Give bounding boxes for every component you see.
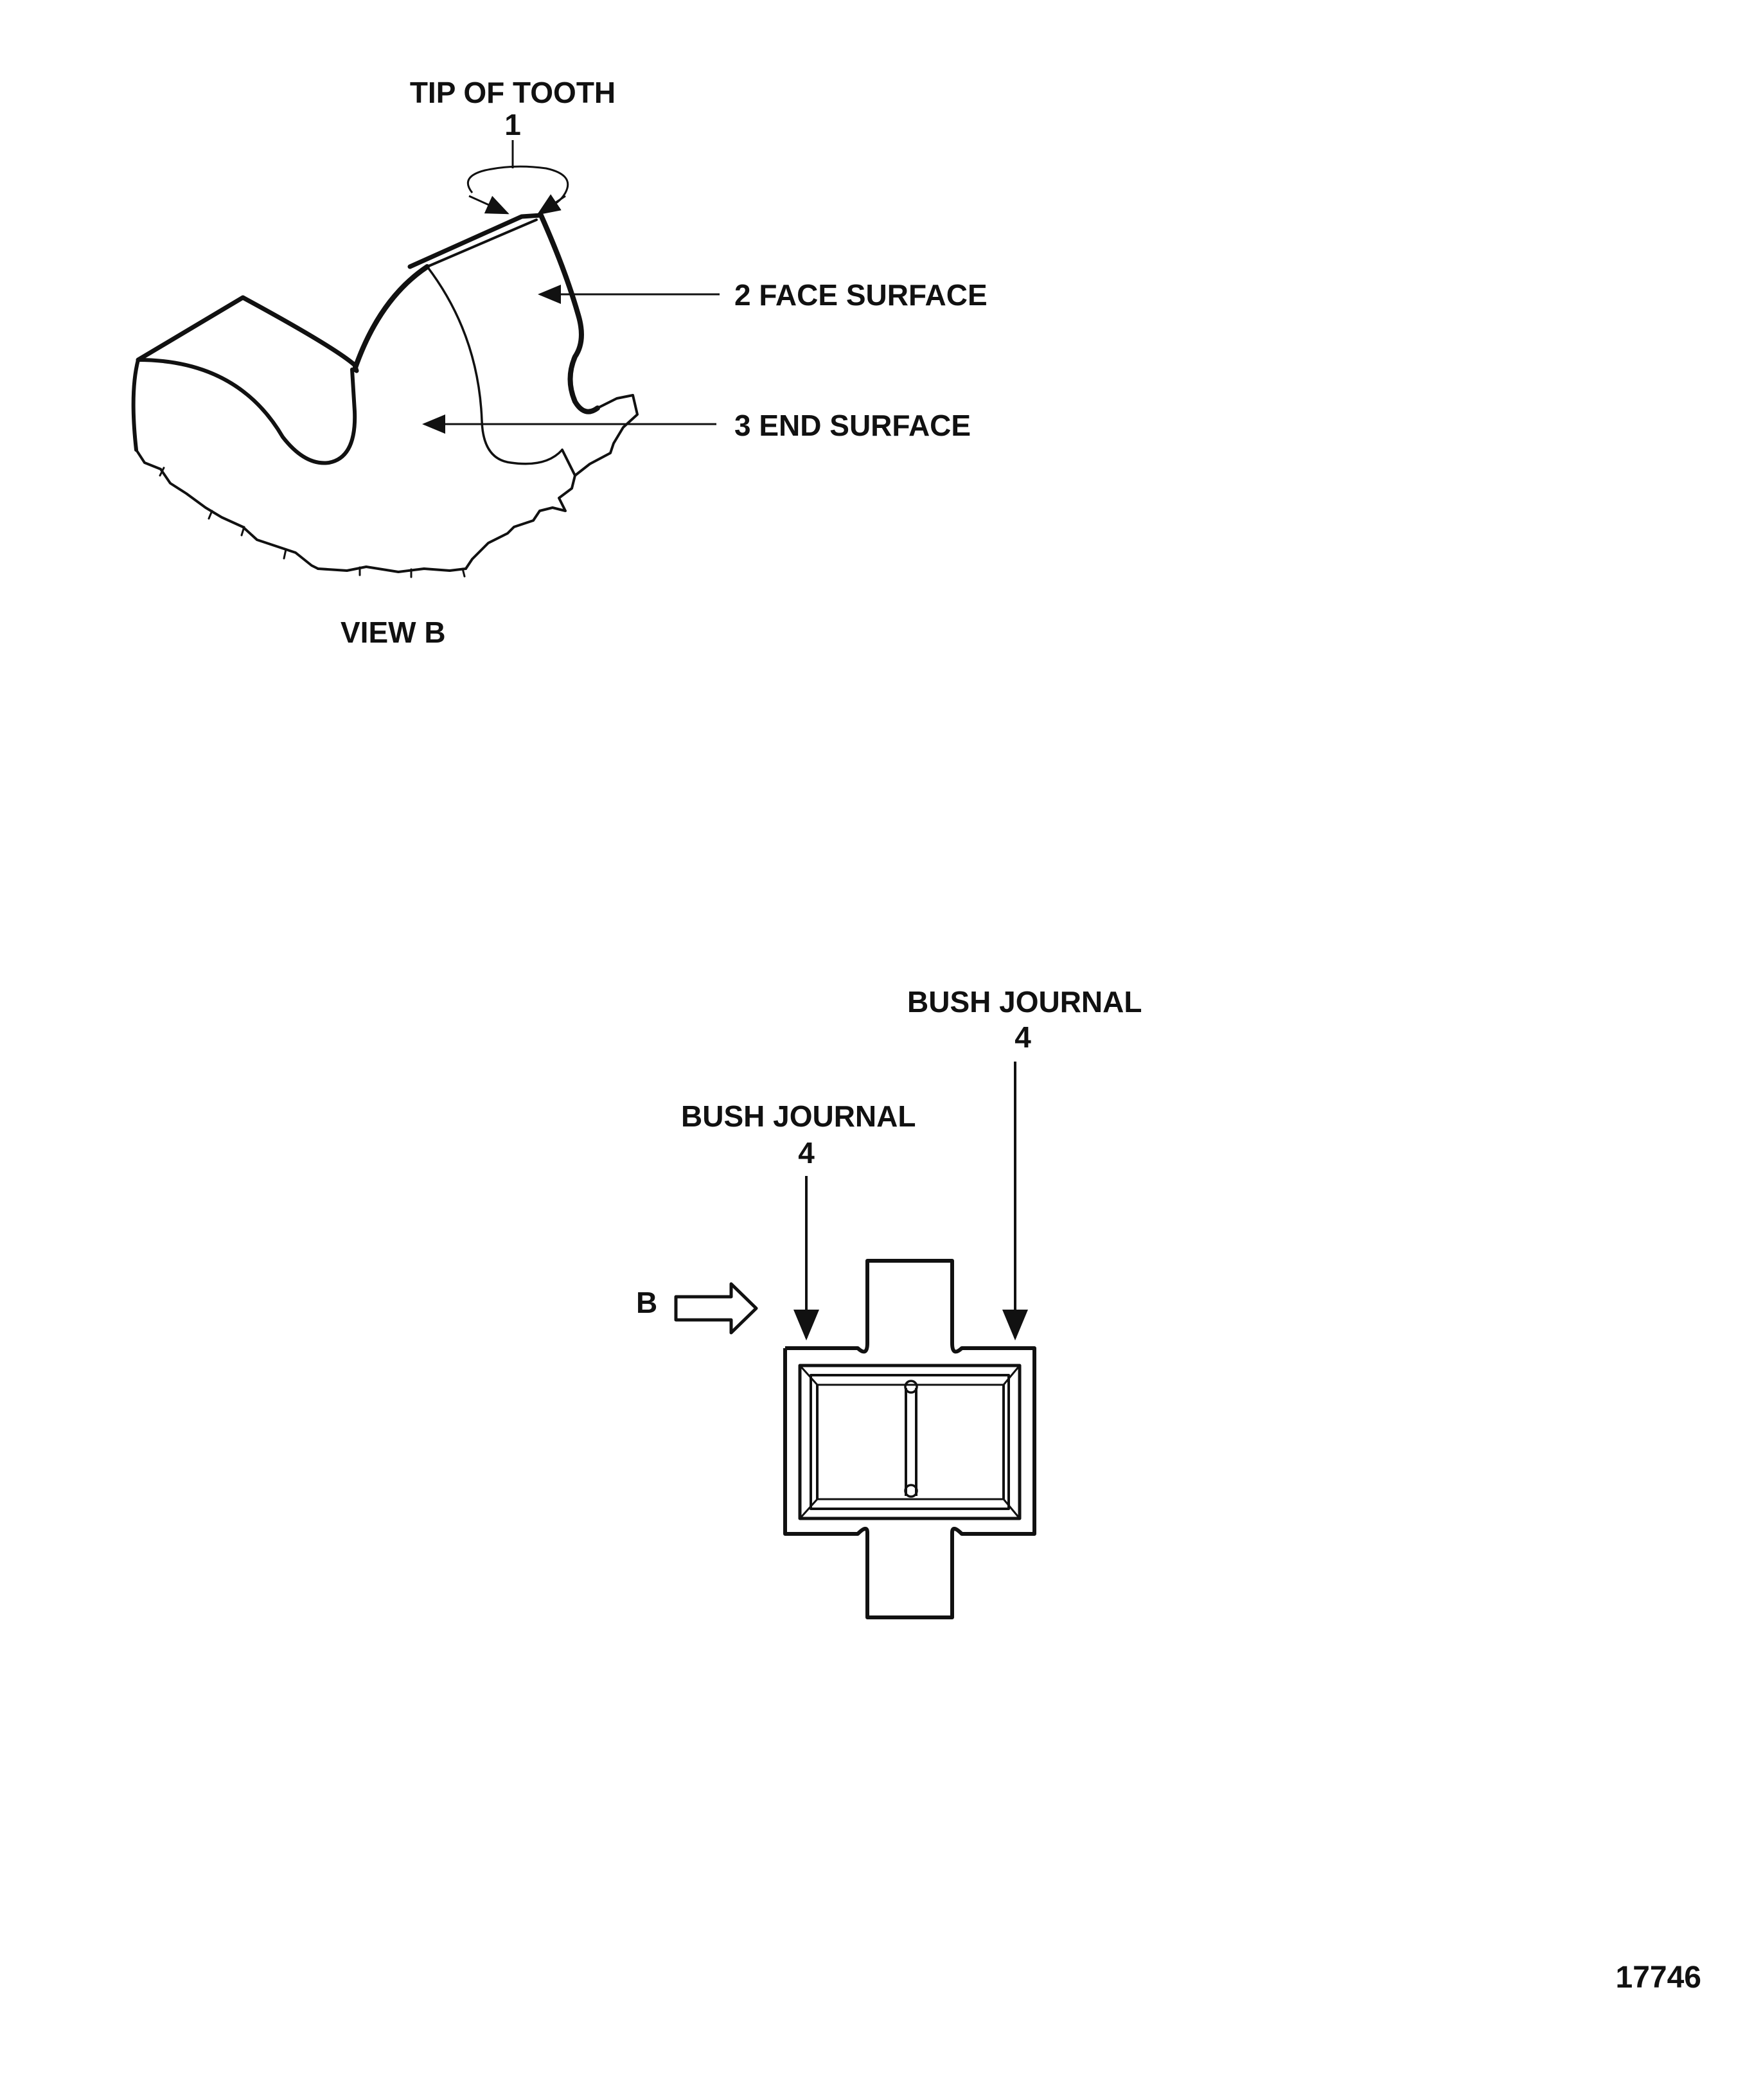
gear-cross-section [783, 1259, 1036, 1619]
view-b-caption: VIEW B [341, 616, 446, 649]
bush-journal-arrows [793, 1062, 1028, 1340]
tip-of-tooth-number: 1 [504, 108, 521, 141]
figure-number: 17746 [1616, 1961, 1701, 1995]
face-surface-label: 2 FACE SURFACE [734, 278, 988, 312]
tip-of-tooth-callout [466, 140, 569, 215]
gear-tooth-drawing [131, 213, 639, 578]
tip-of-tooth-label: TIP OF TOOTH [410, 76, 616, 109]
bush-journal-right-number: 4 [1014, 1020, 1031, 1054]
bush-journal-left-number: 4 [798, 1136, 815, 1170]
view-direction-arrow-icon [674, 1282, 758, 1335]
view-arrow-label: B [636, 1286, 657, 1319]
bush-journal-left-label: BUSH JOURNAL [681, 1099, 916, 1133]
bush-journal-right-label: BUSH JOURNAL [907, 985, 1142, 1019]
end-surface-label: 3 END SURFACE [734, 409, 971, 442]
surface-leader-arrows [422, 285, 720, 434]
